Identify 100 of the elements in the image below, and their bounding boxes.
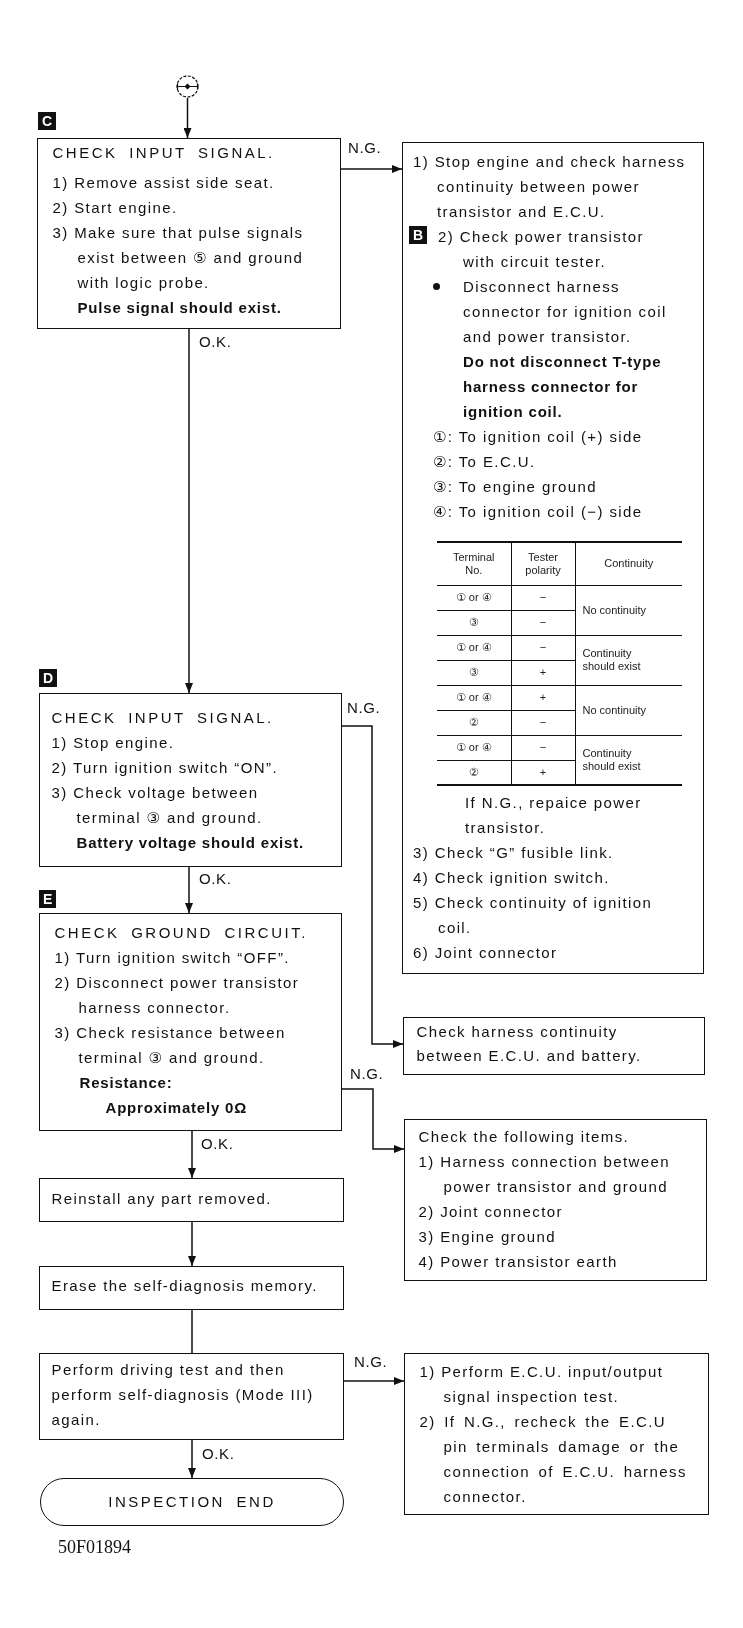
expected-result: Approximately 0Ω: [105, 1098, 248, 1118]
instruction-text: ③: To engine ground: [433, 477, 598, 497]
instruction-text: 1) Stop engine.: [51, 733, 175, 753]
instruction-text: 5) Check continuity of ignition coil.: [413, 893, 654, 938]
instruction-text: 2) Check power transistor with circuit tester.: [438, 227, 645, 272]
edge-label: N.G.: [348, 140, 382, 156]
polarity-sign: −: [511, 735, 575, 760]
instruction-text: 1) Stop engine and check harness continuity between power transistor and E.C.U.: [413, 152, 687, 222]
flow-arrow: [185, 866, 193, 914]
polarity-sign: −: [511, 585, 575, 610]
continuity-result: No continuity: [575, 685, 682, 735]
terminal-number: ③: [437, 610, 511, 635]
instruction-text: 1) Perform E.C.U. input/output signal inspection test.: [419, 1362, 665, 1407]
column-header: Tester polarity: [511, 542, 575, 585]
instruction-text: If N.G., repaice power transistor.: [465, 793, 643, 838]
continuity-result: No continuity: [575, 585, 682, 635]
connector-line: [191, 1309, 193, 1354]
flow-arrow: [188, 1221, 196, 1267]
instruction-text: Disconnect harness connector for ignition coil and power transistor.: [463, 277, 668, 347]
instruction-text: 2) Disconnect power transistor harness connector.: [54, 973, 301, 1018]
terminal-number: ① or ④: [437, 685, 511, 710]
step-label: B: [409, 226, 428, 244]
instruction-text: 2) Joint connector: [418, 1202, 563, 1222]
edge-label: O.K.: [199, 871, 232, 887]
instruction-text: 4) Power transistor earth: [418, 1252, 618, 1272]
flow-arrow: [188, 1130, 196, 1179]
instruction-text: 6) Joint connector: [413, 943, 558, 963]
connector-symbol: [176, 75, 199, 98]
polarity-sign: −: [511, 610, 575, 635]
polarity-sign: −: [511, 710, 575, 735]
process-box: [39, 913, 342, 1131]
polarity-sign: +: [511, 660, 575, 685]
edge-label: O.K.: [201, 1136, 234, 1152]
flow-arrow: [343, 1377, 405, 1385]
edge-label: O.K.: [202, 1446, 235, 1462]
process-box: [403, 1017, 705, 1075]
column-header: Terminal No.: [437, 542, 511, 585]
instruction-text: 3) Check resistance between terminal ③ and ground.: [54, 1023, 287, 1068]
process-box: [402, 142, 704, 974]
continuity-result: Continuity should exist: [575, 735, 682, 785]
figure-number: 50F01894: [58, 1537, 131, 1557]
instruction-text: ②: To E.C.U.: [433, 452, 536, 472]
expected-result: Battery voltage should exist.: [76, 833, 304, 853]
expected-result: Pulse signal should exist.: [77, 298, 282, 318]
flow-arrow: [183, 97, 192, 139]
instruction-text: ④: To ignition coil (−) side: [433, 502, 643, 522]
expected-result: Resistance:: [79, 1073, 173, 1093]
terminal-number: ① or ④: [437, 635, 511, 660]
process-box: [404, 1353, 709, 1515]
step-label: E: [39, 890, 57, 908]
terminal-number: ③: [437, 660, 511, 685]
terminal-number: ②: [437, 710, 511, 735]
flow-arrow: [341, 725, 404, 1048]
instruction-text: 2) Start engine.: [52, 198, 178, 218]
process-box: [39, 1353, 344, 1440]
polarity-sign: +: [511, 685, 575, 710]
continuity-result: Continuity should exist: [575, 635, 682, 685]
step-label: D: [39, 669, 58, 687]
flow-arrow: [341, 1088, 405, 1153]
terminal-box: [40, 1478, 344, 1526]
flow-arrow: [188, 1439, 196, 1479]
step-heading: CHECK INPUT SIGNAL.: [51, 708, 274, 728]
instruction-text: ①: To ignition coil (+) side: [433, 427, 643, 447]
flow-arrow: [185, 328, 193, 694]
step-heading: CHECK GROUND CIRCUIT.: [54, 923, 308, 943]
instruction-text: Check harness continuity between E.C.U. and battery.: [416, 1022, 643, 1066]
instruction-text: 1) Turn ignition switch “OFF”.: [54, 948, 290, 968]
edge-label: O.K.: [199, 334, 232, 350]
process-box: [37, 138, 341, 329]
instruction-text: Check the following items.: [418, 1127, 630, 1147]
process-box: [39, 1266, 344, 1310]
instruction-text: 1) Harness connection between power transistor and ground: [418, 1152, 672, 1197]
instruction-text: 1) Remove assist side seat.: [52, 173, 275, 193]
polarity-sign: +: [511, 760, 575, 785]
terminal-number: ① or ④: [437, 585, 511, 610]
edge-label: N.G.: [350, 1066, 384, 1082]
instruction-text: 2) If N.G., recheck the E.C.U pin terminals damage or the connection of E.C.U. harness connector.: [419, 1412, 688, 1507]
caution-note: Do not disconnect T-type harness connector for ignition coil.: [463, 352, 663, 422]
flow-arrow: [340, 165, 403, 173]
instruction-text: 3) Check voltage between terminal ③ and ground.: [51, 783, 264, 828]
instruction-text: 3) Engine ground: [418, 1227, 556, 1247]
instruction-text: Reinstall any part removed.: [51, 1189, 272, 1209]
edge-label: N.G.: [354, 1354, 388, 1370]
process-box: [39, 1178, 344, 1222]
step-heading: CHECK INPUT SIGNAL.: [52, 143, 275, 163]
instruction-text: Perform driving test and then perform self-diagnosis (Mode III) again.: [51, 1360, 315, 1430]
instruction-text: 3) Make sure that pulse signals exist between ⑤ and ground with logic probe.: [52, 223, 305, 293]
instruction-text: 2) Turn ignition switch “ON”.: [51, 758, 278, 778]
instruction-text: 3) Check “G” fusible link.: [413, 843, 614, 863]
edge-label: N.G.: [347, 700, 381, 716]
terminal-number: ②: [437, 760, 511, 785]
process-box: [404, 1119, 707, 1281]
instruction-text: 4) Check ignition switch.: [413, 868, 610, 888]
column-header: Continuity: [575, 542, 682, 585]
step-heading: INSPECTION END: [108, 1492, 276, 1512]
polarity-sign: −: [511, 635, 575, 660]
terminal-number: ① or ④: [437, 735, 511, 760]
step-label: C: [38, 112, 57, 130]
instruction-text: Erase the self-diagnosis memory.: [51, 1276, 318, 1296]
process-box: [39, 693, 342, 867]
